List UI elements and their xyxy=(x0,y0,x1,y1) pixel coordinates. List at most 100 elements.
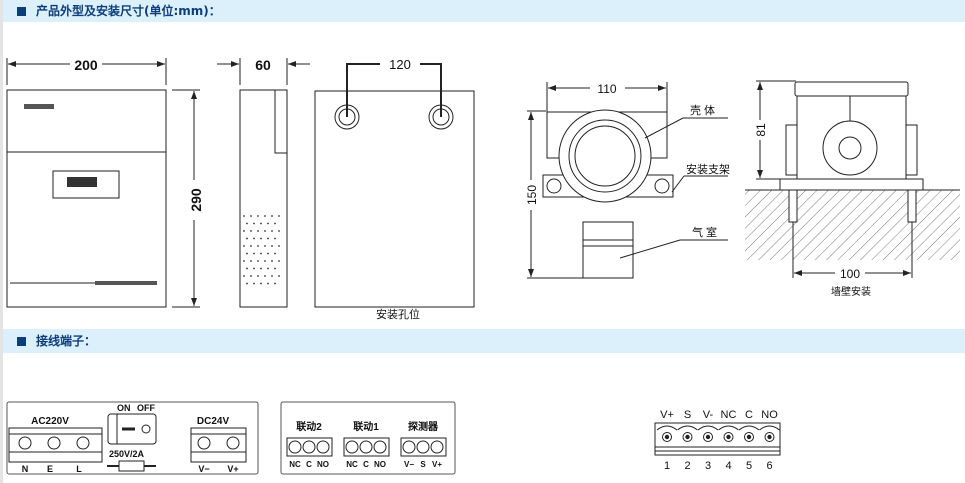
vent-hole xyxy=(260,267,262,270)
vent-hole xyxy=(278,275,280,277)
vent-hole xyxy=(246,252,248,255)
connector-number: 2 xyxy=(684,460,690,472)
screw-icon xyxy=(662,432,672,442)
pin-label: N xyxy=(22,464,29,474)
connector-arc xyxy=(656,425,678,431)
pin-label: V+ xyxy=(432,460,442,469)
vent-hole xyxy=(243,230,245,232)
connector-label: V+ xyxy=(660,409,674,421)
relay-group-label: 探测器 xyxy=(408,420,439,433)
callout-gas-chamber: 气 室 xyxy=(692,225,717,239)
switch-on-label: ON xyxy=(117,403,131,413)
connector-number: 1 xyxy=(664,460,670,472)
pin-label: NC xyxy=(289,460,301,469)
screw-icon xyxy=(764,432,775,442)
connector-label: S xyxy=(684,409,691,421)
vent-hole xyxy=(264,215,266,217)
ac-label: AC220V xyxy=(31,416,69,427)
pin-label: S xyxy=(420,460,426,469)
vent-hole xyxy=(278,245,280,247)
vent-hole xyxy=(260,237,262,240)
callout-housing: 壳 体 xyxy=(690,103,715,117)
relay-group-label: 联动1 xyxy=(353,420,379,433)
controller-back-view: 120 安装孔位 xyxy=(314,57,475,321)
vent-hole xyxy=(243,245,245,247)
hole-position-label: 安装孔位 xyxy=(376,307,420,321)
controller-side-view: 60 xyxy=(217,57,310,308)
vent-hole xyxy=(271,245,273,247)
fuse-icon xyxy=(118,460,145,472)
vent-hole xyxy=(278,230,280,232)
vent-hole xyxy=(278,215,280,217)
connector-label: V- xyxy=(703,409,714,421)
pin-label: NO xyxy=(317,460,329,469)
power-terminal-block: AC220V N E L ON OFF 250V/2A DC24V V− V+ xyxy=(6,401,259,475)
vent-hole xyxy=(271,260,273,262)
vent-hole xyxy=(250,215,252,217)
power-switch xyxy=(107,413,157,445)
pin-label: E xyxy=(47,464,53,474)
pin-label: NO xyxy=(374,460,386,469)
section-title: 产品外型及安装尺寸(单位:mm)： xyxy=(36,4,221,18)
screw-icon xyxy=(345,440,359,454)
switch-off-label: OFF xyxy=(137,403,155,413)
vent-hole xyxy=(253,252,255,255)
dim-depth: 60 xyxy=(255,57,271,73)
section-header-dimensions: 产品外型及安装尺寸(单位:mm)： xyxy=(3,0,965,22)
vent-hole xyxy=(264,260,266,262)
screw-icon xyxy=(402,440,416,454)
vent-hole xyxy=(257,245,259,247)
vent-hole xyxy=(253,222,255,225)
dc-label: DC24V xyxy=(197,416,230,427)
vent-hole xyxy=(274,267,276,270)
vent-hole xyxy=(246,267,248,270)
connector-arc xyxy=(759,425,780,431)
vent-hole xyxy=(253,267,255,270)
vent-hole xyxy=(271,230,273,232)
pin-label: V− xyxy=(404,460,414,469)
connector-arc xyxy=(697,425,719,431)
vent-hole xyxy=(253,237,255,240)
screw-icon xyxy=(430,440,444,454)
vent-hole xyxy=(257,260,259,262)
controller-front-view: 200 290 xyxy=(6,57,204,308)
vent-hole xyxy=(264,230,266,232)
vent-hole xyxy=(267,267,269,270)
wall-mount-view: 100 墙壁安装 81 xyxy=(745,80,960,298)
screw-icon xyxy=(359,440,373,454)
logo-icon xyxy=(24,104,54,109)
display-panel xyxy=(52,170,120,199)
section-header-terminals: 接线端子： xyxy=(3,329,965,353)
page-left-border xyxy=(0,0,3,483)
vent-hole xyxy=(267,282,269,285)
vent-hole xyxy=(260,252,262,255)
fuse-label: 250V/2A xyxy=(109,449,145,459)
dim-mount-height: 81 xyxy=(754,123,768,137)
connector-arc xyxy=(738,425,760,431)
terminal-block xyxy=(286,437,333,457)
dim-height: 290 xyxy=(188,188,204,212)
connector-label: NC xyxy=(721,409,737,421)
connector-label: C xyxy=(745,409,753,421)
screw-icon xyxy=(723,432,734,442)
connector-number: 5 xyxy=(746,460,752,472)
vent-hole xyxy=(250,260,252,262)
vent-hole xyxy=(274,252,276,255)
vent-hole xyxy=(260,222,262,225)
vent-hole xyxy=(260,282,262,285)
callout-bracket: 安装支架 xyxy=(686,162,730,176)
dim-bolt-spacing: 100 xyxy=(840,267,860,281)
dim-detector-width: 110 xyxy=(597,82,616,96)
connector-number: 6 xyxy=(766,460,772,472)
vent-hole xyxy=(246,222,248,225)
terminal-block xyxy=(343,437,390,457)
pin-label: V+ xyxy=(227,464,238,474)
connector-arc xyxy=(718,425,739,431)
vent-hole xyxy=(274,282,276,285)
pin-label: V− xyxy=(198,464,209,474)
vent-hole xyxy=(271,275,273,277)
vent-hole xyxy=(250,245,252,247)
